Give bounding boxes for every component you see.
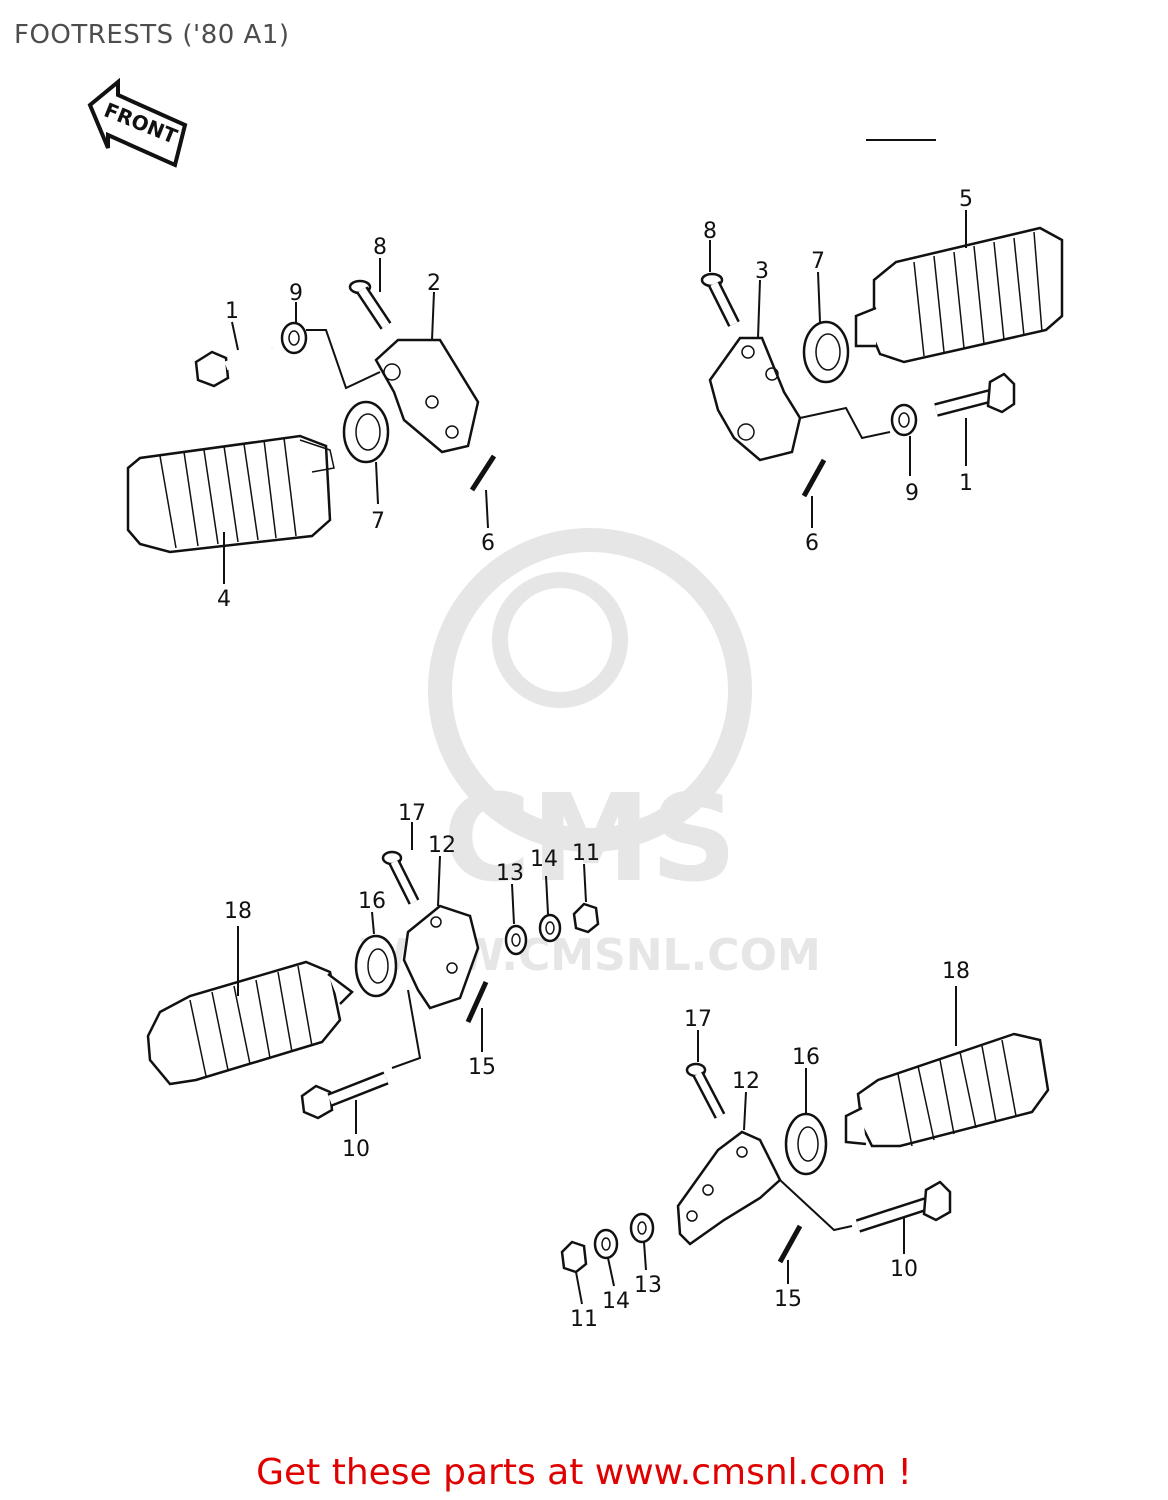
bracket-part bbox=[402, 904, 480, 1010]
callout-17: 17 bbox=[684, 1007, 712, 1032]
callout-13: 13 bbox=[496, 861, 524, 886]
footrest-rubber-part bbox=[146, 960, 354, 1086]
cotter-pin-part bbox=[777, 1224, 803, 1264]
bracket-part bbox=[676, 1130, 782, 1246]
callout-17: 17 bbox=[398, 801, 426, 826]
callout-12: 12 bbox=[732, 1069, 760, 1094]
callout-8: 8 bbox=[373, 235, 387, 260]
bolt-part bbox=[934, 372, 1016, 417]
callout-10: 10 bbox=[890, 1257, 918, 1282]
cotter-pin-part bbox=[469, 454, 497, 492]
flat-washer-part bbox=[784, 1112, 828, 1176]
callout-10: 10 bbox=[342, 1137, 370, 1162]
callout-11: 11 bbox=[570, 1307, 598, 1332]
bracket-part bbox=[374, 338, 480, 454]
pin-part bbox=[381, 850, 420, 905]
nut-part bbox=[560, 1240, 588, 1274]
left-rear-assembly: 17 12 13 14 11 16 18 10 15 bbox=[146, 801, 600, 1162]
cotter-pin-part bbox=[801, 458, 827, 498]
washer-part bbox=[593, 1228, 619, 1260]
cmsnl-parts-link[interactable]: Get these parts at www.cmsnl.com ! bbox=[256, 1452, 912, 1493]
washer-part bbox=[890, 403, 918, 437]
callout-15: 15 bbox=[468, 1055, 496, 1080]
flat-washer-part bbox=[354, 934, 398, 998]
bolt-part bbox=[300, 1071, 389, 1120]
callout-14: 14 bbox=[602, 1289, 630, 1314]
callout-1: 1 bbox=[959, 471, 973, 496]
bolt-part bbox=[194, 343, 274, 388]
flat-washer-part bbox=[342, 400, 390, 464]
nut-part bbox=[572, 902, 600, 934]
callout-13: 13 bbox=[634, 1273, 662, 1298]
callout-16: 16 bbox=[792, 1045, 820, 1070]
callout-5: 5 bbox=[959, 187, 973, 212]
callout-6: 6 bbox=[805, 531, 819, 556]
pin-part bbox=[700, 272, 740, 327]
cotter-pin-part bbox=[465, 980, 489, 1024]
callout-3: 3 bbox=[755, 259, 769, 284]
callout-11: 11 bbox=[572, 841, 600, 866]
bolt-part bbox=[855, 1180, 952, 1233]
callout-16: 16 bbox=[358, 889, 386, 914]
footrest-rubber-part bbox=[126, 434, 335, 554]
washer-part bbox=[629, 1212, 655, 1244]
callout-8: 8 bbox=[703, 219, 717, 244]
right-rear-assembly: 18 17 12 16 10 15 11 14 13 bbox=[560, 959, 1050, 1332]
callout-6: 6 bbox=[481, 531, 495, 556]
bracket-part bbox=[708, 336, 802, 462]
washer-part bbox=[538, 913, 562, 943]
callout-4: 4 bbox=[217, 587, 231, 612]
pin-part bbox=[685, 1062, 726, 1119]
callout-7: 7 bbox=[371, 509, 385, 534]
left-front-assembly: 1 9 8 2 7 4 6 bbox=[126, 235, 497, 612]
callout-7: 7 bbox=[811, 249, 825, 274]
footrest-rubber-part bbox=[854, 226, 1064, 364]
cms-watermark: CMS WWW.CMSNL.COM bbox=[359, 528, 821, 981]
callout-12: 12 bbox=[428, 833, 456, 858]
callout-18: 18 bbox=[224, 899, 252, 924]
callout-2: 2 bbox=[427, 271, 441, 296]
callout-18: 18 bbox=[942, 959, 970, 984]
washer-part bbox=[280, 321, 308, 355]
washer-part bbox=[504, 924, 528, 956]
callout-1: 1 bbox=[225, 299, 239, 324]
right-front-assembly: 8 3 7 5 9 1 6 bbox=[700, 187, 1064, 556]
callout-9: 9 bbox=[289, 281, 303, 306]
callout-14: 14 bbox=[530, 847, 558, 872]
watermark-logo-text: CMS bbox=[443, 770, 737, 909]
page-title: FOOTRESTS ('80 A1) bbox=[14, 20, 290, 50]
flat-washer-part bbox=[802, 320, 850, 384]
callout-15: 15 bbox=[774, 1287, 802, 1312]
pin-part bbox=[348, 279, 392, 330]
footrest-rubber-part bbox=[844, 1032, 1050, 1148]
callout-9: 9 bbox=[905, 481, 919, 506]
front-arrow-icon: FRONT bbox=[87, 77, 188, 168]
